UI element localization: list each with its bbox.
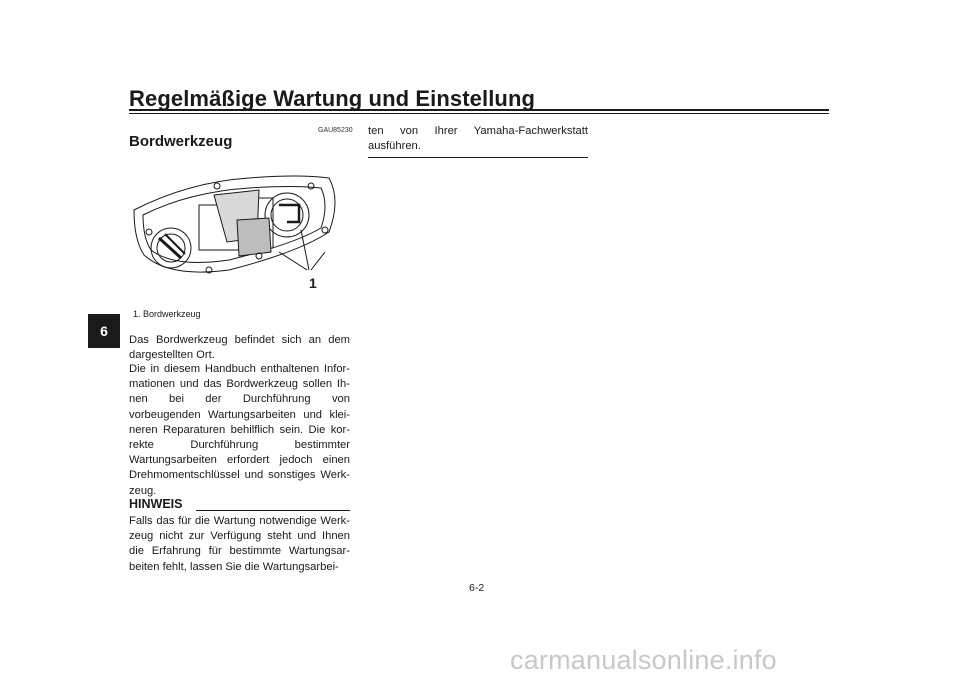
header-rule-thin: [129, 113, 829, 114]
body-paragraph-continued: ten von Ihrer Yamaha-Fachwerkstatt ausfü…: [368, 125, 588, 153]
section-title: Bordwerkzeug: [129, 133, 233, 150]
note-paragraph: Falls das für die Wartung notwendige Wer…: [129, 515, 350, 573]
header-rule-thick: [129, 109, 829, 111]
chapter-tab: 6: [88, 314, 120, 348]
toolkit-illustration: 1: [133, 175, 336, 291]
note-rule: [196, 510, 350, 511]
body-paragraph-2: Die in diesem Handbuch enthaltenen Infor…: [129, 363, 350, 497]
figure-callout: 1: [309, 275, 317, 291]
watermark: carmanualsonline.info: [510, 645, 777, 675]
body-paragraph-1: Das Bordwerkzeug befindet sich an dem da…: [129, 334, 350, 362]
section-code: GAU85230: [318, 127, 353, 134]
note-heading: HINWEIS: [129, 497, 183, 511]
end-of-note-rule: [368, 157, 588, 158]
page-number: 6-2: [469, 582, 485, 594]
page-header-title: Regelmäßige Wartung und Einstellung: [129, 86, 536, 111]
figure-caption: 1. Bordwerkzeug: [133, 309, 201, 319]
